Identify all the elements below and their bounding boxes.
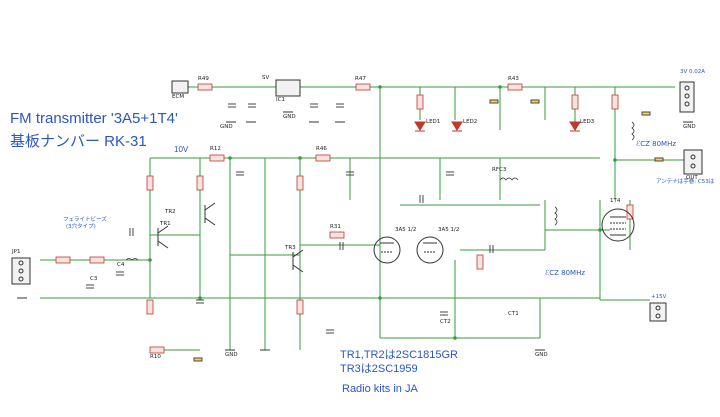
label-tube-3: 1T4 xyxy=(610,198,621,204)
electrolytic-caps xyxy=(193,99,664,362)
label-tube-1: 3A5 1/2 xyxy=(395,227,417,233)
coils xyxy=(125,121,635,261)
label-r10: R10 xyxy=(150,354,161,360)
label-c3: C3 xyxy=(90,276,98,282)
label-led3: LED3 xyxy=(580,119,595,125)
label-r49: R49 xyxy=(198,76,209,82)
label-out: OUT xyxy=(686,175,698,181)
label-tr3: TR3 xyxy=(285,245,296,251)
title-line-1: FM transmitter '3A5+1T4' xyxy=(10,110,178,127)
resistors xyxy=(55,83,634,354)
ferrite-type-label: (3穴タイプ) xyxy=(66,224,96,230)
note-tr3: TR3は2SC1959 xyxy=(340,363,418,375)
capacitors xyxy=(86,103,494,334)
ground-symbols xyxy=(17,111,693,351)
label-sv: SV xyxy=(262,75,270,81)
coil-bottom-label: ℰCZ 80MHz xyxy=(545,269,586,277)
note-transistors: TR1,TR2は2SC1815GR xyxy=(340,349,458,361)
leds xyxy=(414,121,581,132)
transistors xyxy=(157,202,304,273)
label-tr2: TR2 xyxy=(165,209,176,215)
label-r12: R12 xyxy=(210,146,221,152)
supply-10v-label: 10V xyxy=(174,145,189,154)
label-ct1: CT1 xyxy=(508,311,519,317)
label-led2: LED2 xyxy=(463,119,478,125)
label-r47: R47 xyxy=(355,76,366,82)
label-tube-2: 3A5 1/2 xyxy=(438,227,460,233)
label-ecm: ECM xyxy=(172,94,185,100)
label-gnd-5: GND xyxy=(535,352,548,358)
vacuum-tubes xyxy=(373,208,635,264)
label-ic1: IC1 xyxy=(276,97,285,103)
title-line-2: 基板ナンバー RK-31 xyxy=(10,133,147,150)
label-rfc3: RFC3 xyxy=(492,167,507,173)
label-r43: R43 xyxy=(508,76,519,82)
junction-dots xyxy=(148,85,617,340)
label-r46: R46 xyxy=(316,146,327,152)
coil-top-label: ℰCZ 80MHz xyxy=(636,140,677,148)
connectors xyxy=(11,79,703,322)
label-gnd-3: GND xyxy=(683,124,696,130)
label-gnd-1: GND xyxy=(220,124,233,130)
vcc-top-label: 3V 0.02A xyxy=(680,69,706,75)
antenna-note: アンテナは手巻: C53は xyxy=(656,179,715,185)
label-led1: LED1 xyxy=(426,119,441,125)
label-gnd-2: GND xyxy=(283,114,296,120)
credit-text: Radio kits in JA xyxy=(342,383,418,395)
label-r31: R31 xyxy=(330,224,341,230)
vcc-right-label: +15V xyxy=(651,294,667,300)
label-gnd-4: GND xyxy=(225,352,238,358)
label-jp1: JP1 xyxy=(12,249,21,255)
label-c4: C4 xyxy=(117,262,125,268)
label-tr1: TR1 xyxy=(160,221,171,227)
ferrite-label: フェライトビーズ xyxy=(63,217,107,223)
label-ct2: CT2 xyxy=(440,319,451,325)
